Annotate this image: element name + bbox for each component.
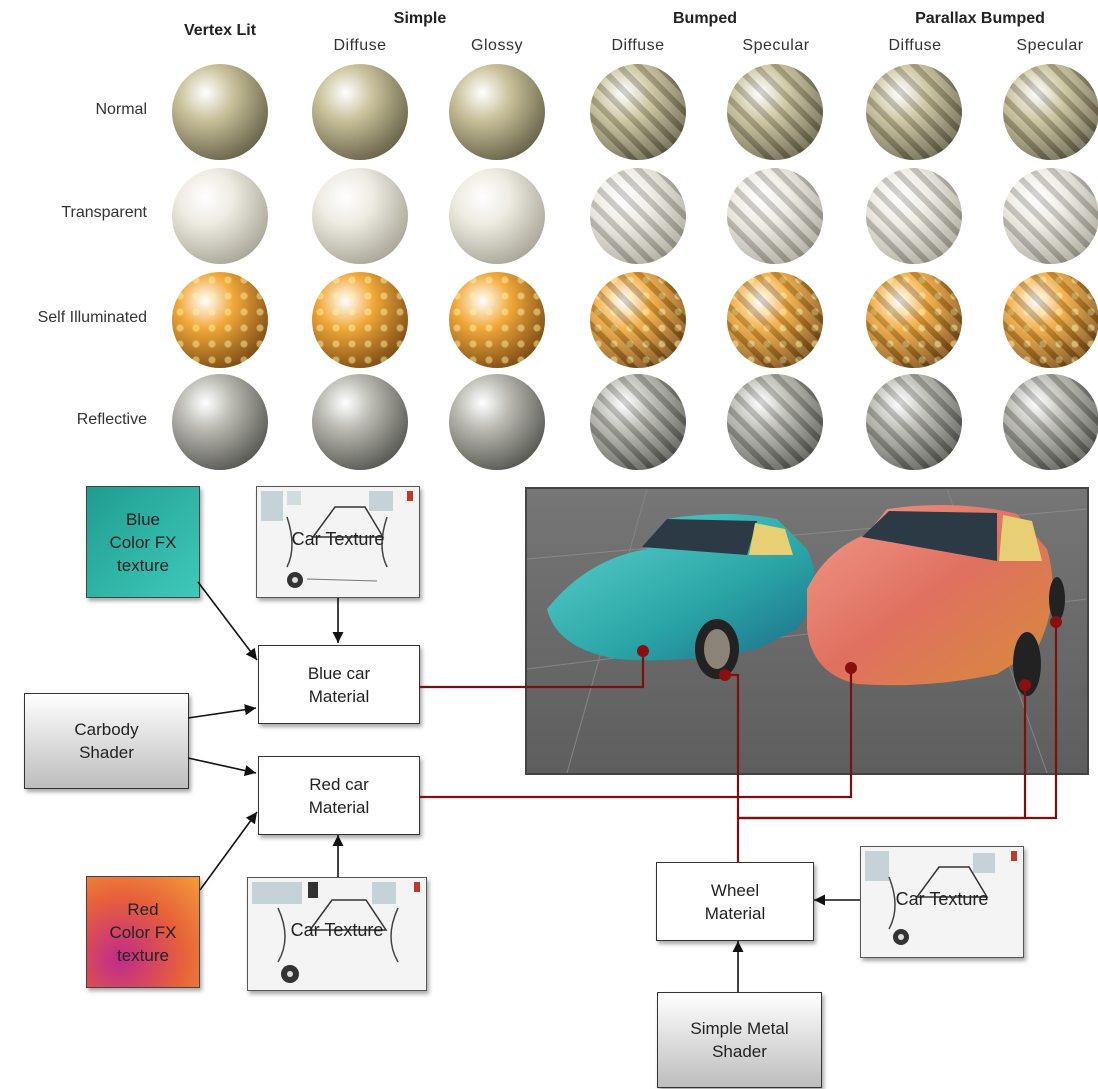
shader-sphere [590,272,686,368]
header-simple-diffuse: Diffuse [333,37,387,54]
simple-metal-shader: Simple Metal Shader [657,992,822,1088]
blue-color-fx-texture: Blue Color FX texture [86,486,200,598]
row-label-reflective: Reflective [76,411,147,428]
car-texture-right-label: Car Texture [895,889,989,909]
car-texture-uv-art [252,882,420,983]
row-label-normal: Normal [95,101,147,118]
shader-sphere [866,272,962,368]
car-render-viewport [525,487,1089,775]
red-color-fx-texture: Red Color FX texture [86,876,200,988]
shader-sphere [590,374,686,470]
blue-car-material: Blue car Material [258,645,420,724]
shader-sphere [312,168,408,264]
shader-sphere [1003,168,1098,264]
shader-sphere [727,168,823,264]
shader-sphere [449,64,545,160]
cars-render [527,489,1087,773]
car-texture-bottom-label: Car Texture [290,920,384,940]
shader-sphere [1003,272,1098,368]
shader-sphere [449,168,545,264]
shader-sphere [172,374,268,470]
shader-sphere [172,272,268,368]
shader-sphere [172,168,268,264]
shader-sphere [172,64,268,160]
shader-sphere [312,374,408,470]
shader-sphere [590,64,686,160]
header-bumped-diffuse: Diffuse [611,37,665,54]
header-parallax-specular: Specular [1016,37,1084,54]
shader-sphere [312,272,408,368]
shader-sphere [449,374,545,470]
car-texture-right: Car Texture [860,846,1024,958]
shader-sphere [727,64,823,160]
shader-sphere [449,272,545,368]
header-group-simple: Simple [393,10,447,27]
header-vertex-lit: Vertex Lit [183,22,257,39]
car-texture-uv-art [261,491,413,588]
car-texture-top: Car Texture [256,486,420,598]
car-texture-top-label: Car Texture [291,529,385,549]
shader-sphere [866,168,962,264]
shader-sphere [590,168,686,264]
red-car-material: Red car Material [258,756,420,835]
header-bumped-specular: Specular [742,37,810,54]
header-group-parallax-bumped: Parallax Bumped [915,10,1045,27]
shader-sphere [727,272,823,368]
shader-sphere [866,64,962,160]
carbody-shader: Carbody Shader [24,693,189,789]
shader-sphere [727,374,823,470]
header-parallax-diffuse: Diffuse [888,37,942,54]
car-texture-bottom: Car Texture [247,877,427,991]
shader-sphere [866,374,962,470]
shader-sphere [1003,374,1098,470]
header-simple-glossy: Glossy [471,37,523,54]
shader-sphere [1003,64,1098,160]
wheel-material: Wheel Material [656,862,814,941]
row-label-self-illuminated: Self Illuminated [37,309,147,326]
header-group-bumped: Bumped [673,10,737,27]
row-label-transparent: Transparent [61,204,147,221]
shader-sphere [312,64,408,160]
